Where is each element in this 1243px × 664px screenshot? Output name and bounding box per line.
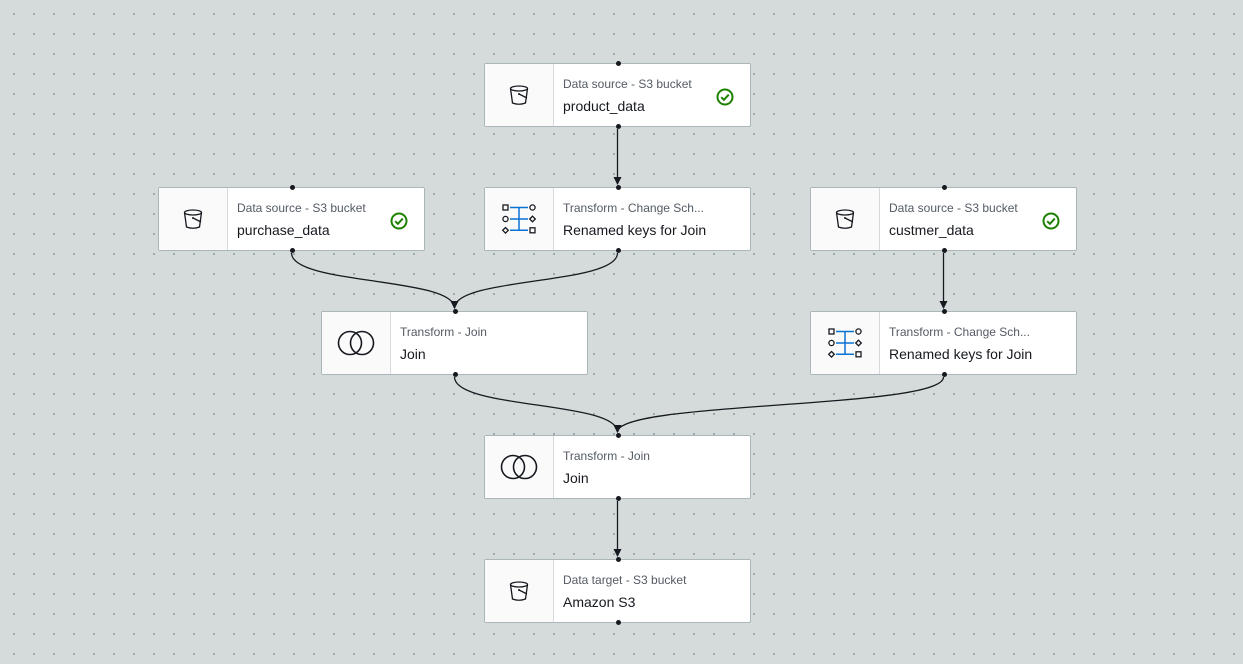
s3-bucket-icon xyxy=(509,85,529,105)
node-customer-data-source[interactable]: Data source - S3 bucket custmer_data xyxy=(810,185,1077,253)
s3-bucket-icon xyxy=(183,209,203,229)
node-name: Join xyxy=(400,346,426,362)
success-check-icon xyxy=(390,212,408,230)
output-port[interactable] xyxy=(453,372,458,377)
node-name: Renamed keys for Join xyxy=(563,222,707,238)
node-change-schema-transform[interactable]: Transform - Change Sch... Renamed keys f… xyxy=(810,309,1077,377)
change-schema-icon xyxy=(827,328,863,359)
s3-bucket-icon xyxy=(509,581,529,601)
node-name: custmer_data xyxy=(889,222,974,238)
output-port[interactable] xyxy=(290,248,295,253)
node-type-label: Transform - Change Sch... xyxy=(563,201,704,215)
input-port[interactable] xyxy=(616,433,621,438)
success-check-icon xyxy=(1042,212,1060,230)
input-port[interactable] xyxy=(616,61,621,66)
edge-schema1-to-join1[interactable] xyxy=(450,252,619,309)
node-join-transform[interactable]: Transform - Join Join xyxy=(321,309,588,377)
edge-join1-to-join2[interactable] xyxy=(453,376,622,433)
node-s3-data-target[interactable]: Data target - S3 bucket Amazon S3 xyxy=(484,557,751,625)
change-schema-icon xyxy=(501,204,537,235)
node-name: Amazon S3 xyxy=(563,594,636,610)
input-port[interactable] xyxy=(942,185,947,190)
node-type-label: Data source - S3 bucket xyxy=(563,77,692,91)
output-port[interactable] xyxy=(616,496,621,501)
node-purchase-data-source[interactable]: Data source - S3 bucket purchase_data xyxy=(158,185,425,253)
node-type-label: Data source - S3 bucket xyxy=(889,201,1018,215)
node-type-label: Transform - Join xyxy=(563,449,650,463)
edge-schema2-to-join2[interactable] xyxy=(613,376,945,433)
node-name: purchase_data xyxy=(237,222,330,238)
node-type-label: Transform - Join xyxy=(400,325,487,339)
output-port[interactable] xyxy=(942,372,947,377)
node-type-label: Transform - Change Sch... xyxy=(889,325,1030,339)
join-icon xyxy=(337,330,375,356)
node-join-transform[interactable]: Transform - Join Join xyxy=(484,433,751,501)
success-check-icon xyxy=(716,88,734,106)
input-port[interactable] xyxy=(616,557,621,562)
join-icon xyxy=(500,454,538,480)
node-product-data-source[interactable]: Data source - S3 bucket product_data xyxy=(484,61,751,129)
output-port[interactable] xyxy=(616,248,621,253)
node-type-label: Data target - S3 bucket xyxy=(563,573,687,587)
output-port[interactable] xyxy=(942,248,947,253)
node-name: Renamed keys for Join xyxy=(889,346,1033,362)
input-port[interactable] xyxy=(942,309,947,314)
output-port[interactable] xyxy=(616,124,621,129)
input-port[interactable] xyxy=(453,309,458,314)
input-port[interactable] xyxy=(290,185,295,190)
node-name: product_data xyxy=(563,98,645,114)
node-name: Join xyxy=(563,470,589,486)
input-port[interactable] xyxy=(616,185,621,190)
node-change-schema-transform[interactable]: Transform - Change Sch... Renamed keys f… xyxy=(484,185,751,253)
node-type-label: Data source - S3 bucket xyxy=(237,201,366,215)
s3-bucket-icon xyxy=(835,209,855,229)
output-port[interactable] xyxy=(616,620,621,625)
edge-purchase-to-join1[interactable] xyxy=(290,252,459,309)
